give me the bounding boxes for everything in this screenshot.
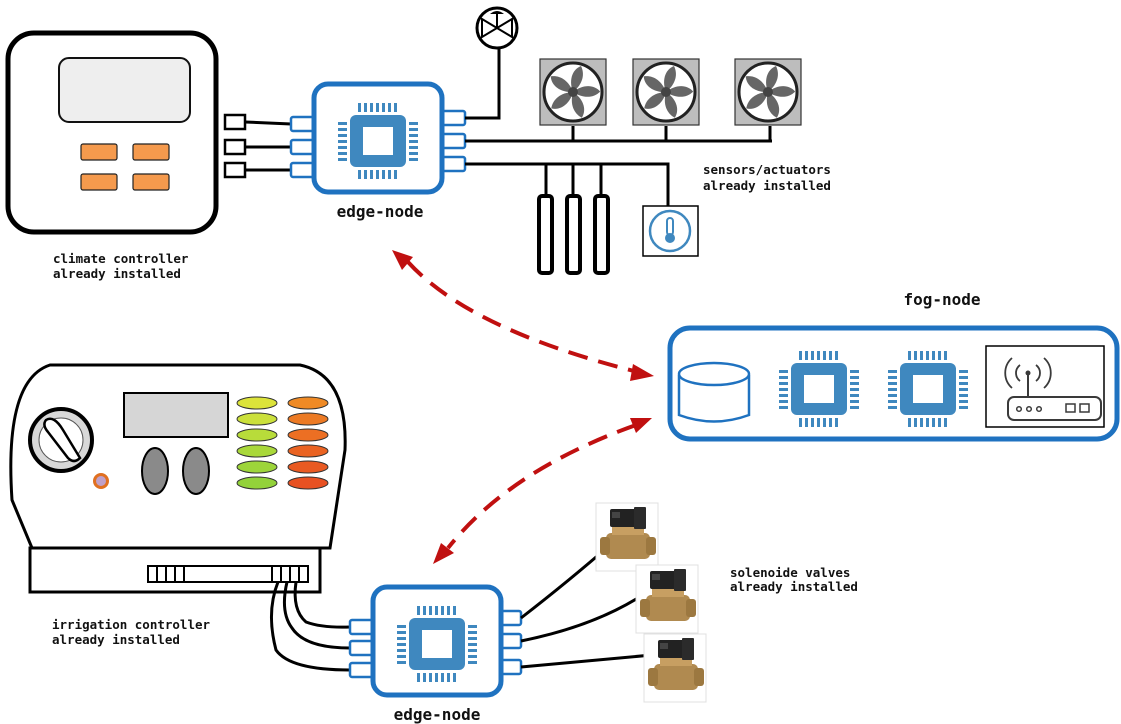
database-icon: [677, 361, 751, 423]
router-icon: [985, 345, 1105, 428]
fan-icons: [538, 57, 803, 127]
valve-actuator-icon: [475, 6, 519, 50]
edge-node-bottom-label: edge-node: [394, 705, 481, 724]
climate-controller: [5, 30, 247, 235]
rod-sensor-icons: [537, 194, 610, 275]
solenoid-valve-icons: [595, 502, 707, 703]
irrigation-controller: [9, 363, 347, 594]
irrigation-controller-terminal: [147, 565, 309, 583]
fan-icon: [733, 57, 803, 127]
edge-node-bottom: [348, 587, 523, 695]
actuator-cables: [465, 48, 772, 206]
fan-icon: [631, 57, 701, 127]
fog-node: [667, 325, 1120, 442]
thermometer-sensor-icon: [642, 205, 699, 257]
fog-node-label: fog-node: [903, 290, 980, 309]
irrigation-indicator-lights: [236, 396, 329, 490]
edge-node-top: [289, 84, 467, 192]
climate-controller-label: climate controller already installed: [53, 251, 196, 281]
climate-controller-buttons: [80, 143, 170, 191]
edge-node-top-label: edge-node: [337, 202, 424, 221]
solenoid-valve-icon: [643, 633, 707, 703]
communication-arrows: [392, 250, 654, 564]
climate-controller-cables: [244, 120, 292, 172]
irrigation-dial-icon: [28, 407, 94, 473]
fan-icon: [538, 57, 608, 127]
solenoid-valve-icon: [635, 564, 699, 634]
solenoide-valves-label: solenoide valves already installed: [730, 565, 858, 594]
solenoid-valve-icon: [595, 502, 659, 572]
irrigation-cables: [269, 581, 351, 672]
irrigation-controller-label: irrigation controller already installed: [52, 617, 218, 647]
climate-controller-ports: [223, 113, 247, 179]
sensors-actuators-label: sensors/actuators already installed: [703, 162, 838, 193]
